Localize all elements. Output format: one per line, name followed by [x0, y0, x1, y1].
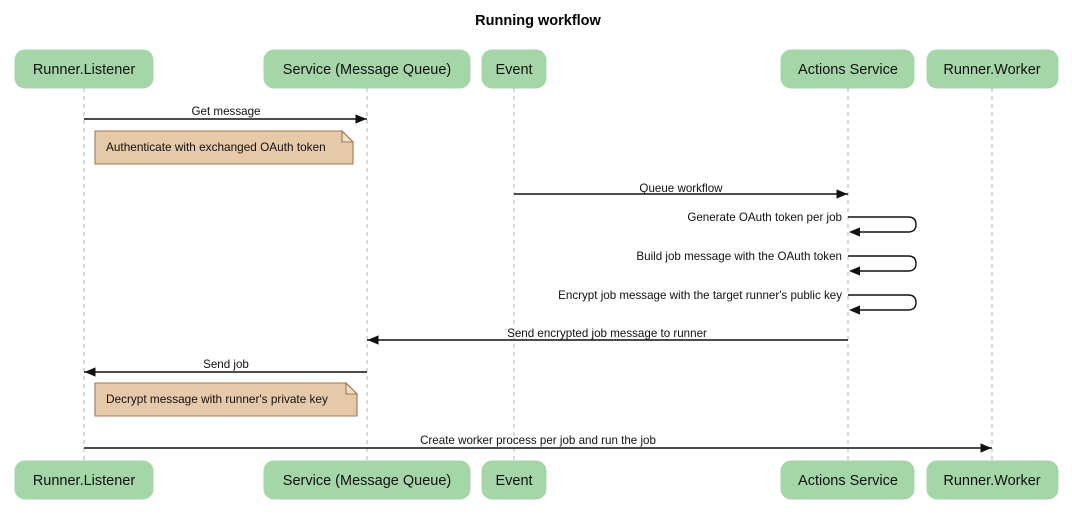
participant-runner-worker-bottom[interactable]: Runner.Worker — [926, 460, 1059, 500]
arrow-head-icon — [980, 443, 992, 453]
arrow-head-icon — [849, 266, 860, 276]
message-label: Queue workflow — [639, 182, 723, 195]
arrow-head-icon — [355, 114, 367, 124]
participant-actions-service-top[interactable]: Actions Service — [780, 49, 915, 89]
participant-label: Service (Message Queue) — [283, 473, 451, 489]
note-body — [94, 382, 358, 417]
arrow-head-icon — [84, 367, 96, 377]
self-loop-path — [848, 294, 917, 311]
message-label: Build job message with the OAuth token — [636, 250, 842, 263]
participant-box[interactable] — [926, 49, 1059, 89]
participant-label: Runner.Worker — [943, 473, 1040, 489]
lifelines-group — [83, 88, 993, 461]
message-label: Get message — [192, 105, 261, 118]
participant-label: Event — [495, 62, 532, 78]
participant-box[interactable] — [780, 460, 915, 500]
participant-label: Service (Message Queue) — [283, 62, 451, 78]
message-label: Generate OAuth token per job — [687, 211, 842, 224]
message-label: Create worker process per job and run th… — [420, 434, 656, 447]
participant-actions-service-bottom[interactable]: Actions Service — [780, 460, 915, 500]
participant-service-message-queue-bottom[interactable]: Service (Message Queue) — [263, 460, 471, 500]
participant-event-bottom[interactable]: Event — [481, 460, 547, 500]
participant-runner-listener-top[interactable]: Runner.Listener — [14, 49, 154, 89]
participant-label: Actions Service — [798, 62, 898, 78]
participants-top-group: Runner.Listener Service (Message Queue) Ev… — [14, 49, 1059, 89]
message-queue-workflow[interactable]: Queue workflow — [514, 182, 848, 199]
notes-group: Authenticate with exchanged OAuth tokenD… — [94, 129, 359, 417]
note-note-decrypt: Decrypt message with runner's private ke… — [94, 381, 359, 417]
participant-box[interactable] — [481, 49, 547, 89]
message-send-job[interactable]: Send job — [84, 358, 367, 377]
message-generate-oauth-token-per-job[interactable]: Generate OAuth token per job — [687, 211, 917, 237]
note-label: Decrypt message with runner's private ke… — [106, 392, 328, 406]
participant-box[interactable] — [481, 460, 547, 500]
note-body — [94, 130, 354, 165]
note-fold-corner-icon — [341, 129, 355, 143]
note-label: Authenticate with exchanged OAuth token — [106, 140, 326, 154]
message-get-message[interactable]: Get message — [84, 105, 367, 124]
message-send-encrypted-job-message-to-runner[interactable]: Send encrypted job message to runner — [367, 327, 848, 345]
participant-box[interactable] — [14, 49, 154, 89]
participant-label: Actions Service — [798, 473, 898, 489]
arrow-head-icon — [849, 227, 860, 237]
arrow-head-icon — [367, 335, 379, 345]
participant-box[interactable] — [263, 460, 471, 500]
self-loop-path — [848, 255, 917, 272]
participants-bottom-group: Runner.Listener Service (Message Queue) Ev… — [14, 460, 1059, 500]
message-create-worker-process-per-job-and-run-the-job[interactable]: Create worker process per job and run th… — [84, 434, 992, 453]
message-label: Encrypt job message with the target runn… — [558, 289, 842, 302]
participant-label: Runner.Listener — [33, 473, 136, 489]
participant-runner-worker-top[interactable]: Runner.Worker — [926, 49, 1059, 89]
message-build-job-message-with-the-oauth-token[interactable]: Build job message with the OAuth token — [636, 250, 917, 276]
participant-event-top[interactable]: Event — [481, 49, 547, 89]
participant-box[interactable] — [926, 460, 1059, 500]
message-label: Send encrypted job message to runner — [507, 327, 707, 340]
arrow-head-icon — [836, 189, 848, 199]
note-fold-corner-icon — [345, 381, 359, 395]
message-encrypt-job-message-with-the-target-runners-public-key[interactable]: Encrypt job message with the target runn… — [558, 289, 917, 315]
participant-label: Runner.Listener — [33, 62, 136, 78]
participant-service-message-queue-top[interactable]: Service (Message Queue) — [263, 49, 471, 89]
diagram-title: Running workflow — [475, 13, 601, 29]
participant-label: Runner.Worker — [943, 62, 1040, 78]
participant-runner-listener-bottom[interactable]: Runner.Listener — [14, 460, 154, 500]
self-loop-path — [848, 216, 917, 233]
participant-box[interactable] — [263, 49, 471, 89]
note-note-authenticate: Authenticate with exchanged OAuth token — [94, 129, 355, 165]
participant-box[interactable] — [780, 49, 915, 89]
participant-label: Event — [495, 473, 532, 489]
message-label: Send job — [203, 358, 249, 371]
arrow-head-icon — [849, 305, 860, 315]
participant-box[interactable] — [14, 460, 154, 500]
